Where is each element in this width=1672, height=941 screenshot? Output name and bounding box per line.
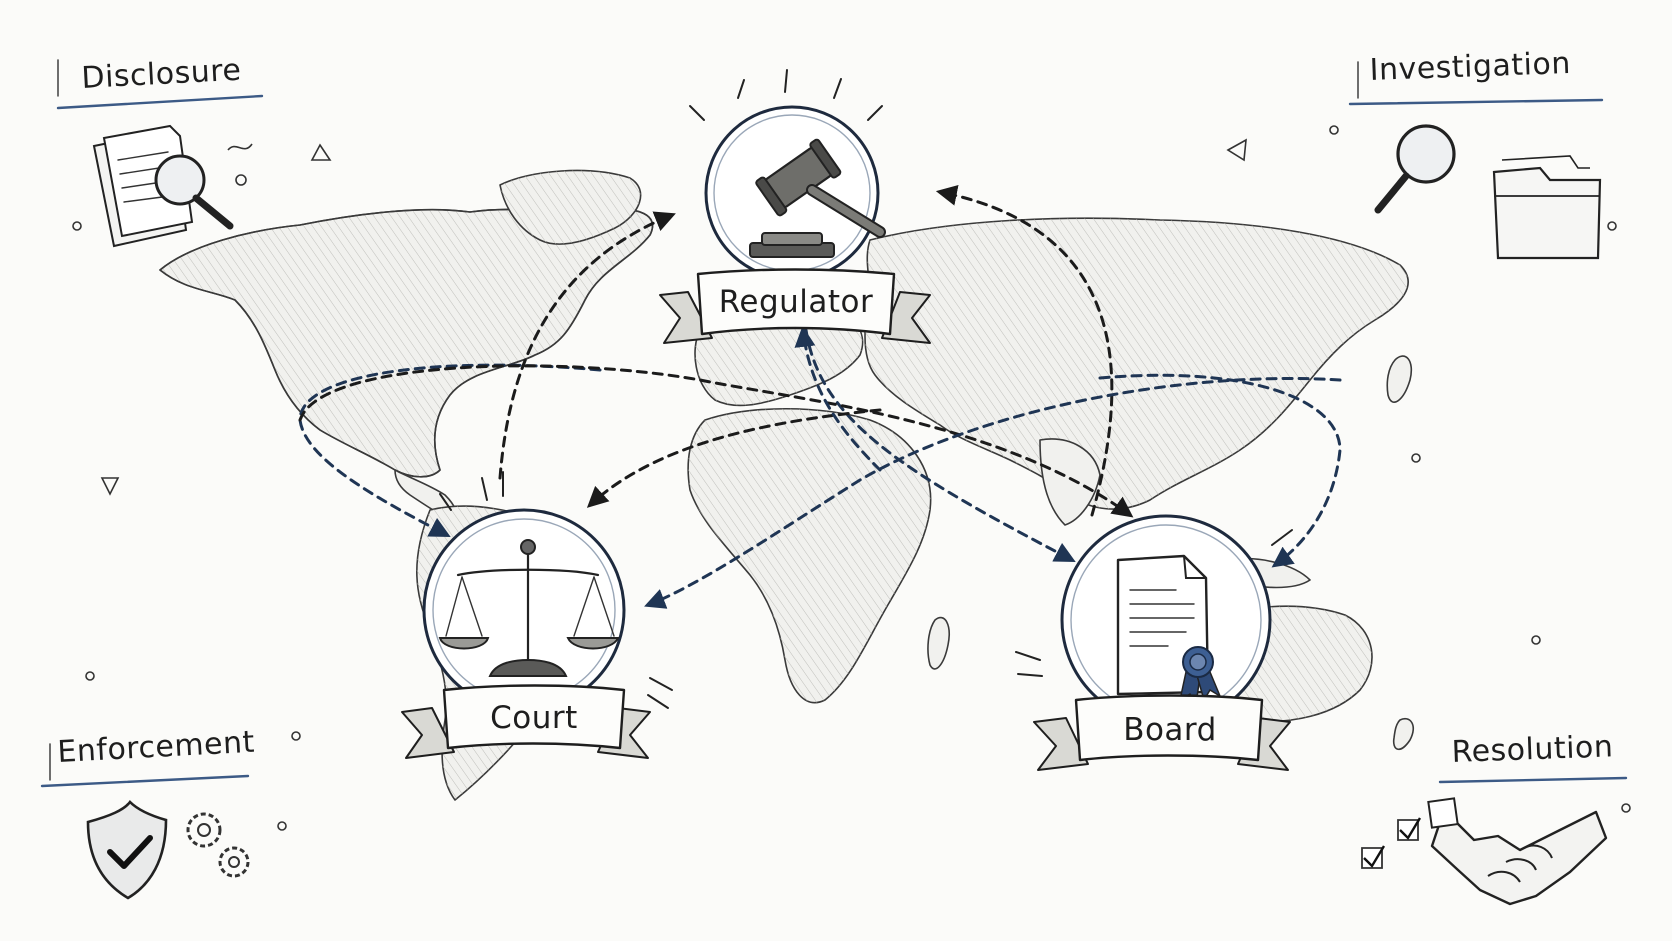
- disclosure-decor: [72, 143, 332, 231]
- arrow-regulator-to-board: [804, 328, 1076, 562]
- arrow-board-to-regulator: [935, 185, 1114, 517]
- corner-enforcement: Enforcement: [40, 477, 301, 900]
- resolution-label: Resolution: [1451, 729, 1614, 770]
- map-japan: [1386, 355, 1413, 403]
- resolution-decor: [1411, 453, 1631, 813]
- gavel-icon: [749, 138, 886, 258]
- court-orb: [422, 508, 626, 712]
- map-madagascar: [927, 616, 950, 670]
- regulator-banner: Regulator: [659, 268, 931, 344]
- node-regulator[interactable]: Regulator: [659, 69, 931, 344]
- document-magnifier-icon: [92, 124, 234, 248]
- court-banner: Court: [401, 684, 651, 759]
- regulator-sparks: [689, 69, 883, 121]
- map-new-zealand: [1392, 718, 1415, 750]
- court-sparks: [439, 471, 673, 709]
- arrow-loop-america-to-court: [298, 363, 602, 537]
- board-banner: Board: [1033, 694, 1291, 771]
- arrow-board-to-court-upper: [586, 408, 882, 508]
- arrow-court-to-regulator-inner: [794, 325, 882, 472]
- investigation-label: Investigation: [1369, 46, 1571, 88]
- connection-arrows: [298, 185, 1342, 609]
- enforcement-label: Enforcement: [57, 725, 256, 770]
- map-india: [1039, 438, 1101, 526]
- shield-check-gears-icon: [86, 800, 250, 900]
- corner-disclosure: Disclosure: [56, 53, 332, 248]
- corner-investigation: Investigation: [1226, 46, 1617, 260]
- node-court[interactable]: Court: [401, 471, 673, 759]
- arrow-board-to-court: [644, 377, 1342, 609]
- board-label: Board: [1123, 712, 1217, 748]
- handshake-checkbox-icon: [1361, 797, 1608, 906]
- board-sparks: [1015, 529, 1293, 677]
- node-board[interactable]: Board: [1015, 514, 1293, 771]
- arrow-court-to-board-loop: [298, 364, 1134, 518]
- corner-resolution: Resolution: [1361, 453, 1631, 906]
- court-label: Court: [490, 700, 578, 736]
- regulator-label: Regulator: [719, 284, 874, 320]
- enforcement-decor: [85, 477, 301, 831]
- investigation-decor: [1226, 125, 1617, 231]
- certificate-seal-icon: [1116, 554, 1222, 707]
- disclosure-label: Disclosure: [81, 53, 243, 96]
- arrow-court-to-regulator: [498, 211, 676, 480]
- scales-icon: [438, 539, 620, 677]
- arrow-loop-to-board-right: [1098, 373, 1342, 568]
- magnifier-folder-icon: [1374, 124, 1602, 260]
